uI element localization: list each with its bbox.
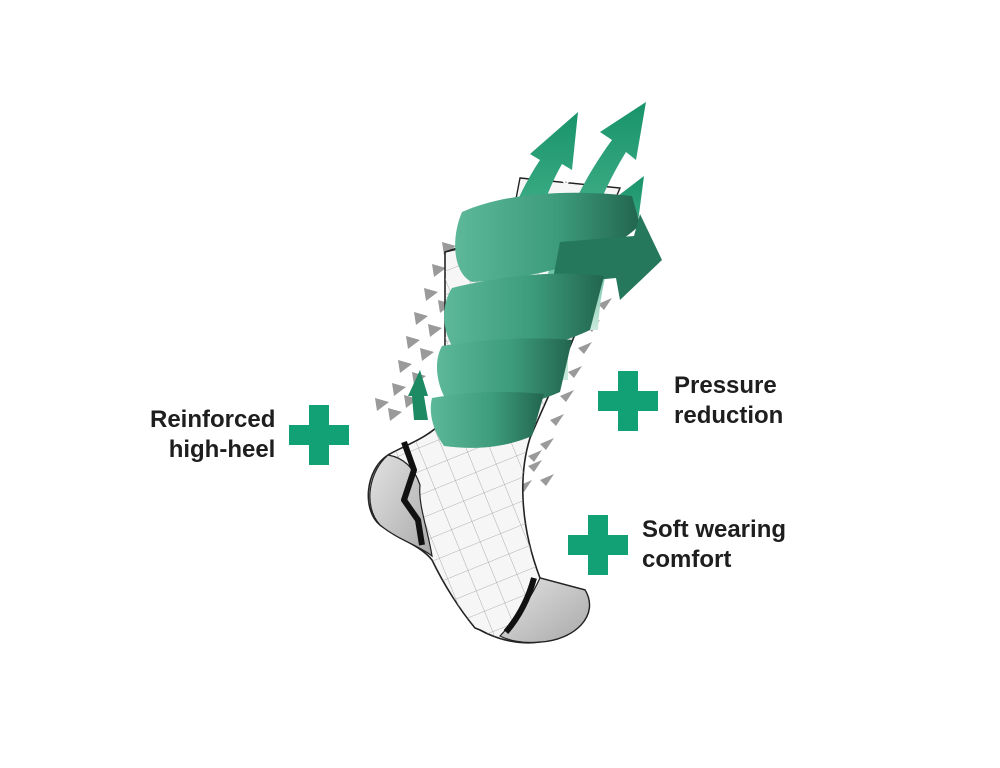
plus-icon <box>289 405 350 465</box>
feature-reinforced-heel: Reinforced high-heel <box>150 405 350 465</box>
feature-heel-line1: Reinforced <box>150 406 276 433</box>
heel-reinforcement <box>369 454 433 558</box>
feature-soft-comfort: Soft wearing comfort <box>568 515 786 575</box>
feature-pressure-reduction: Pressure reduction <box>598 371 783 431</box>
feature-label-pressure: Pressure reduction <box>674 371 783 431</box>
feature-heel-line2: high-heel <box>168 436 276 463</box>
feature-comfort-line1: Soft wearing <box>642 516 787 543</box>
feature-pressure-line1: Pressure <box>674 372 777 399</box>
plus-icon <box>568 515 628 575</box>
feature-comfort-line2: comfort <box>642 546 732 573</box>
plus-icon <box>598 371 658 431</box>
feature-pressure-line2: reduction <box>674 402 784 429</box>
compression-bands <box>408 192 662 448</box>
feature-label-heel: Reinforced high-heel <box>150 405 275 465</box>
feature-label-comfort: Soft wearing comfort <box>642 515 786 575</box>
